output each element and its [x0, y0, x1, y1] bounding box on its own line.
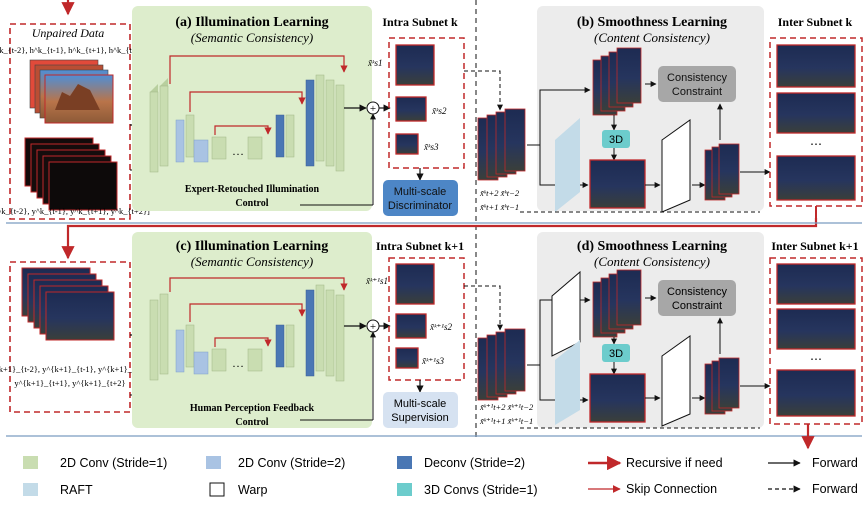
- bright-image-stack: [29, 59, 114, 124]
- mss-line2: Supervision: [391, 412, 448, 424]
- frames-d-line2: x̃ᵏ⁺¹t+1 x̃ᵏ⁺¹t−1: [479, 416, 533, 426]
- panel-a-caption-2: Control: [235, 198, 268, 209]
- conv3d-label-d: 3D: [609, 348, 623, 360]
- warped-stack-b: [592, 47, 642, 116]
- multiscale-supervision: [383, 392, 458, 428]
- intra-subnet-title: Intra Subnet k: [382, 15, 458, 29]
- panel-c-title: (c) Illumination Learning: [176, 239, 328, 254]
- frames-d-line1: x̃ᵏ⁺¹t+2 x̃ᵏ⁺¹t−2: [479, 402, 534, 412]
- xs1-label-c: x̃ᵏ⁺¹s1: [365, 276, 388, 286]
- svg-text:+: +: [370, 103, 376, 115]
- legend-conv3d: 3D Convs (Stride=1): [424, 483, 538, 497]
- dots-a: …: [232, 144, 244, 158]
- intra-subnet-box: [388, 37, 465, 169]
- frames-b-line2: x̃ᵏt+1 x̃ᵏt−1: [479, 202, 519, 212]
- msd-line2: Discriminator: [388, 200, 453, 212]
- xs2-label-c: x̃ᵏ⁺¹s2: [429, 322, 452, 332]
- xs2-label: x̃ᵏs2: [431, 106, 447, 116]
- consistency-d-line1: Consistency: [667, 286, 727, 298]
- panel-b-subtitle: (Content Consistency): [594, 30, 710, 45]
- conv3d-label-b: 3D: [609, 134, 623, 146]
- xs3-label-c: x̃ᵏ⁺¹s3: [421, 356, 444, 366]
- panel-c-caption-2: Control: [235, 417, 268, 428]
- legend-forward: Forward: [812, 456, 858, 470]
- unpaired-data-box: [9, 23, 131, 220]
- legend-skip: Skip Connection: [626, 482, 717, 496]
- panel-d-title: (d) Smoothness Learning: [577, 239, 727, 254]
- unet-c: …: [149, 277, 348, 382]
- legend-deconv: Deconv (Stride=2): [424, 456, 525, 470]
- frame-stack-b: [477, 108, 526, 181]
- xs3-label: x̃ᵏs3: [423, 142, 439, 152]
- panel-a-caption-1: Expert-Retouched Illumination: [185, 184, 320, 195]
- legend-conv-stride2: 2D Conv (Stride=2): [238, 456, 345, 470]
- inter-subnet-title-d: Inter Subnet k+1: [771, 239, 858, 253]
- y-sequence-c-2: y^{k+1}_{t+1}, y^{k+1}_{t+2}: [14, 378, 125, 388]
- multiscale-discriminator: [383, 180, 458, 216]
- legend-raft: RAFT: [60, 483, 93, 497]
- consistency-constraint-b: [658, 66, 736, 102]
- consistency-b-line1: Consistency: [667, 72, 727, 84]
- legend-recursive: Recursive if need: [626, 456, 723, 470]
- panel-d-subtitle: (Content Consistency): [594, 254, 710, 269]
- warp-block-b: [661, 119, 691, 213]
- svg-text:+: +: [370, 321, 376, 333]
- panel-b-title: (b) Smoothness Learning: [577, 15, 727, 30]
- xs1-label: x̃ᵏs1: [367, 58, 383, 68]
- frame-stack-d: [477, 328, 526, 401]
- legend-conv-stride1: 2D Conv (Stride=1): [60, 456, 167, 470]
- unet-a: …: [149, 55, 348, 173]
- h-sequence-label: [h^k_{t-2}, h^k_{t-1}, h^k_{t+1}, h^k_{t…: [0, 45, 148, 55]
- consistency-b-line2: Constraint: [672, 86, 722, 98]
- input-stack-c: [21, 267, 115, 341]
- conv3d-block-b: [602, 130, 630, 148]
- mss-line1: Multi-scale: [394, 398, 447, 410]
- panel-c: [132, 232, 372, 428]
- legend-warp: Warp: [238, 483, 267, 497]
- left-input-box-c: [9, 261, 131, 413]
- panel-c-caption-1: Human Perception Feedback: [190, 403, 315, 414]
- inter-dots-d: ⋯: [810, 352, 822, 366]
- y-sequence-c-1: y^{k+1}_{t-2}, y^{k+1}_{t-1}, y^{k+1}_{t…: [0, 364, 154, 374]
- intra-subnet-title-c: Intra Subnet k+1: [376, 239, 464, 253]
- raft-block-b: [555, 118, 580, 212]
- output-stack-d: [704, 357, 740, 415]
- bottom-row: y^{k+1}_{t-2}, y^{k+1}_{t-1}, y^{k+1}_{t…: [0, 232, 863, 450]
- warp-block-d: [661, 335, 691, 427]
- inter-subnet-title: Inter Subnet k: [778, 15, 853, 29]
- center-frame-b: [589, 159, 646, 209]
- consistency-constraint-d: [658, 280, 736, 316]
- inter-subnet-box-d: [769, 257, 863, 425]
- conv3d-block-d: [602, 344, 630, 362]
- inter-dots-b: ⋯: [810, 137, 822, 151]
- center-frame-d: [589, 373, 646, 423]
- dark-image-stack: [24, 137, 118, 211]
- unpaired-data-label: Unpaired Data: [32, 26, 105, 40]
- msd-line1: Multi-scale: [394, 186, 447, 198]
- panel-a-title: (a) Illumination Learning: [175, 15, 328, 30]
- legend: 2D Conv (Stride=1) 2D Conv (Stride=2) De…: [23, 455, 858, 497]
- panel-c-subtitle: (Semantic Consistency): [191, 254, 313, 269]
- raft-block-d: [555, 340, 580, 425]
- legend-forward-dashed: Forward: [812, 482, 858, 496]
- y-sequence-label: [y^k_{t-2}, y^k_{t-1}, y^k_{t+1}, y^k_{t…: [0, 206, 150, 216]
- intra-subnet-box-c: [388, 257, 465, 381]
- consistency-d-line2: Constraint: [672, 300, 722, 312]
- dots-c: …: [232, 356, 244, 370]
- top-row: Unpaired Data [h^k_{t-2}, h^k_{t-1}, h^k…: [0, 0, 863, 438]
- output-stack-b: [704, 143, 740, 201]
- panel-a-subtitle: (Semantic Consistency): [191, 30, 313, 45]
- frames-b-line1: x̃ᵏt+2 x̃ᵏt−2: [479, 188, 520, 198]
- warped-stack-d: [592, 269, 642, 338]
